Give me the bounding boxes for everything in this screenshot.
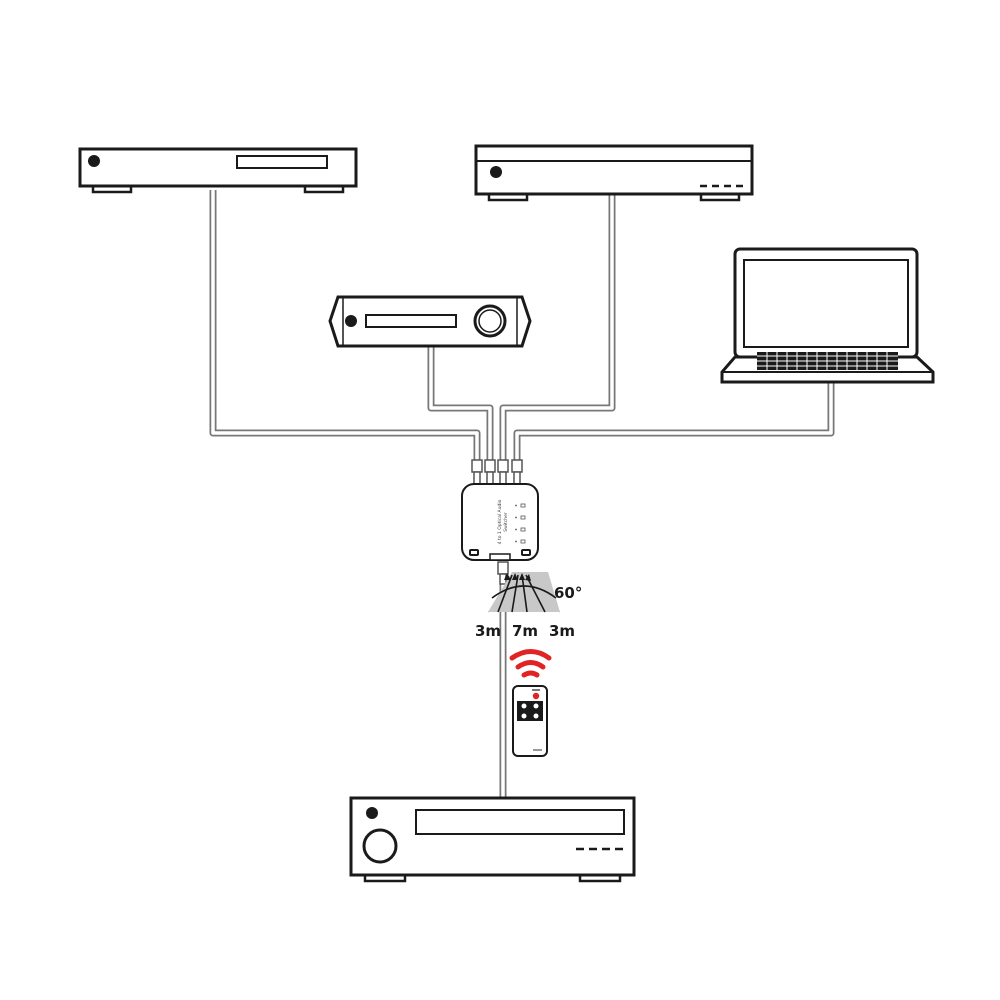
remote-control [512,685,548,757]
cable-left-player [209,190,481,462]
ir-signal-icon [509,649,552,678]
output-plug [497,561,509,585]
input-plugs [471,459,523,485]
switcher-leds [515,503,526,544]
ir-angle-label: 60° [554,584,582,602]
power-button-icon [366,807,378,819]
power-button-icon [532,692,540,700]
source-player-right [474,144,754,202]
optical-cables [209,190,835,800]
ir-range-right-label: 3m [549,622,575,640]
power-button-icon [490,166,502,178]
cable-middle-receiver [427,345,494,462]
power-button-icon [88,155,100,167]
switcher-label-line1: 4 to 1 Optical Audio [497,499,503,544]
range-arc [491,585,557,599]
ir-coverage-area: 60° 3m 7m 3m [475,572,582,640]
source-player-left [78,147,358,194]
ir-range-left-label: 3m [475,622,501,640]
cable-right-box [499,195,616,462]
power-button-icon [345,315,357,327]
cable-laptop [513,382,835,462]
source-laptop [720,247,935,384]
ir-range-center-label: 7m [512,622,538,640]
laptop-keyboard [757,352,898,370]
switcher-label-line2: Switcher [503,512,509,532]
source-receiver-middle [328,295,532,348]
switcher: 4 to 1 Optical Audio Switcher [461,483,539,561]
output-amplifier [349,796,636,883]
